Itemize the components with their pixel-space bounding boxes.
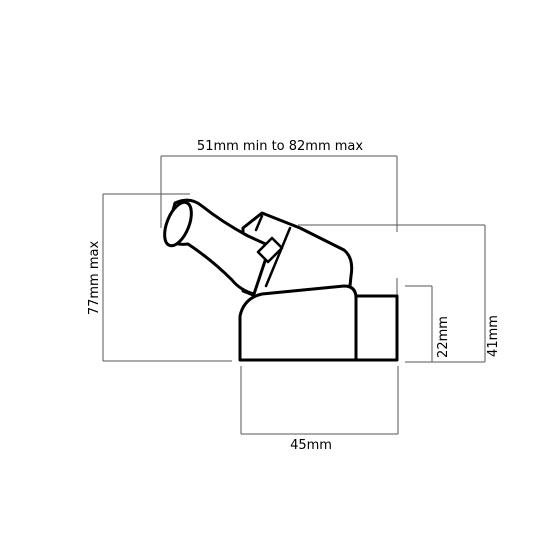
- outlet-height-label: 22mm: [436, 316, 451, 358]
- thermostat-housing: [163, 198, 399, 362]
- span-label: 51mm min to 82mm max: [197, 139, 363, 154]
- inlet-spigot: [164, 198, 272, 296]
- outlet-spigot: [354, 294, 399, 362]
- height-max-label: 77mm max: [87, 241, 102, 316]
- base-width-label: 45mm: [290, 438, 332, 453]
- dimension-lines: [102, 155, 486, 435]
- housing-base: [238, 284, 358, 362]
- inlet-spigot-mouth: [163, 200, 193, 248]
- body-height-label: 41mm: [486, 315, 501, 357]
- neck-joint-line: [254, 214, 292, 288]
